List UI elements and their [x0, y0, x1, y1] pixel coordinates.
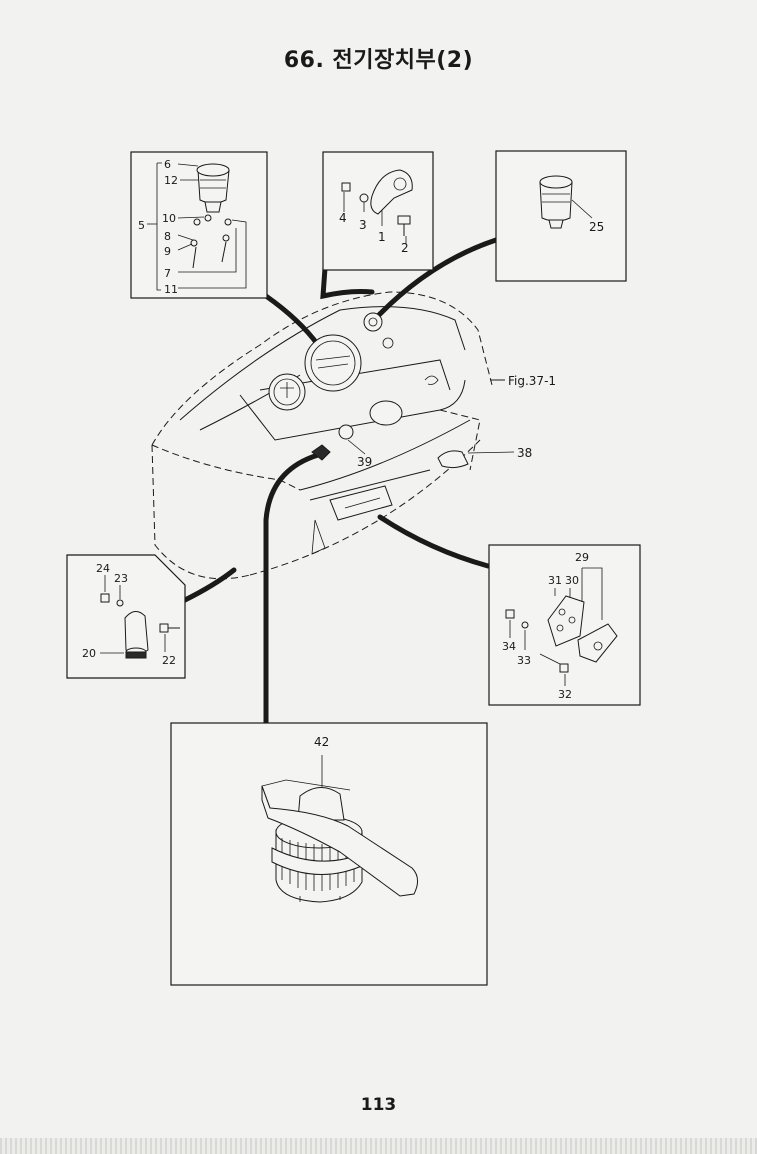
callout-22: 22	[162, 654, 176, 667]
callout-6: 6	[164, 158, 171, 171]
page-number: 113	[360, 1095, 397, 1115]
leader-bracket	[320, 265, 375, 300]
panel-knob-39	[338, 424, 354, 440]
callout-25: 25	[589, 220, 604, 234]
instrument-panel	[151, 291, 493, 580]
leader-plug	[182, 567, 237, 603]
callout-5: 5	[138, 219, 145, 232]
page-title: 66. 전기장치부(2)	[283, 48, 474, 73]
scan-edge	[0, 1138, 757, 1154]
callout-30: 30	[565, 574, 579, 587]
leader-meter	[263, 293, 321, 348]
detail-box-plug: 24 23 20 22	[66, 554, 186, 679]
callout-39: 39	[357, 455, 372, 469]
switch-plate	[329, 485, 393, 521]
callout-9: 9	[164, 245, 171, 258]
callout-42: 42	[314, 735, 329, 749]
callout-33: 33	[517, 654, 531, 667]
callout-29: 29	[575, 551, 589, 564]
leader-switch	[377, 514, 491, 569]
detail-box-indicator: 25	[495, 150, 627, 282]
callout-38: 38	[517, 446, 532, 460]
callout-10: 10	[162, 212, 176, 225]
callout-7: 7	[164, 267, 171, 280]
callout-11: 11	[164, 283, 178, 296]
leader-knob	[263, 452, 321, 725]
callout-12: 12	[164, 174, 178, 187]
detail-box-switch: 29 31 30 34 33 32	[488, 544, 641, 706]
callout-34: 34	[502, 640, 516, 653]
key-switch-hole	[369, 400, 403, 426]
callout-2: 2	[401, 241, 409, 255]
detail-box-knob: 42	[170, 722, 488, 986]
callout-8: 8	[164, 230, 171, 243]
indicator-lamp	[363, 312, 383, 332]
lever-38	[437, 450, 469, 469]
callout-24: 24	[96, 562, 110, 575]
callout-32: 32	[558, 688, 572, 701]
callout-3: 3	[359, 218, 367, 232]
fig-reference: Fig.37-1	[508, 374, 556, 388]
callout-31: 31	[548, 574, 562, 587]
detail-box-bracket: 4 3 1 2	[322, 151, 434, 271]
callout-1: 1	[378, 230, 386, 244]
tachometer-gauge	[304, 334, 362, 392]
detail-box-meter: 6 12 5 10 8 9 7 11	[130, 151, 268, 299]
callout-4: 4	[339, 211, 347, 225]
callout-23: 23	[114, 572, 128, 585]
callout-20: 20	[82, 647, 96, 660]
